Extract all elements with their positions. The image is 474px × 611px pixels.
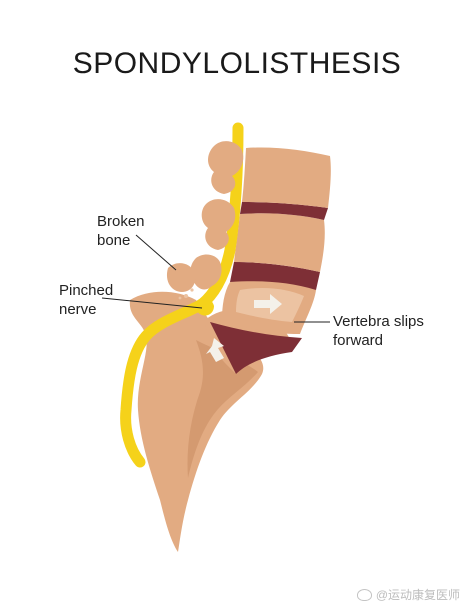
vertebra-l4	[234, 213, 325, 272]
pinched-nerve-highlight	[195, 298, 214, 316]
weibo-icon	[356, 588, 372, 601]
label-pinched-nerve-line1: Pinched	[59, 282, 114, 299]
diagram-title: SPONDYLOLISTHESIS	[72, 47, 402, 80]
facet-lower	[190, 254, 222, 290]
leader-pinched-nerve	[101, 297, 203, 309]
broken-bone-fragment	[166, 263, 196, 292]
facet-upper	[208, 141, 244, 194]
slip-arrow	[254, 294, 282, 314]
upward-arrow	[206, 338, 224, 362]
bone-chip	[184, 294, 188, 298]
label-broken-bone-line2: bone	[97, 232, 131, 249]
label-broken-bone-line1: Broken	[97, 213, 145, 230]
facet-middle	[201, 199, 236, 250]
watermark-text: @运动康复医师	[375, 588, 460, 602]
sacrum-shade	[187, 340, 258, 478]
disc-upper	[240, 202, 328, 220]
bone-chip	[178, 296, 182, 300]
disc-lower	[210, 322, 302, 374]
label-vertebra-slips: Vertebra slips forward	[333, 312, 424, 350]
leader-broken-bone	[135, 234, 177, 271]
label-vertebra-slips-line2: forward	[333, 332, 384, 349]
label-pinched-nerve-line2: nerve	[59, 301, 97, 318]
watermark: @运动康复医师	[356, 586, 460, 603]
label-vertebra-slips-line1: Vertebra slips	[333, 313, 424, 330]
vertebra-l3	[242, 147, 331, 208]
label-broken-bone: Broken bone	[97, 212, 145, 250]
disc-middle	[230, 262, 320, 290]
label-pinched-nerve: Pinched nerve	[59, 281, 113, 319]
bone-chip	[190, 288, 194, 292]
